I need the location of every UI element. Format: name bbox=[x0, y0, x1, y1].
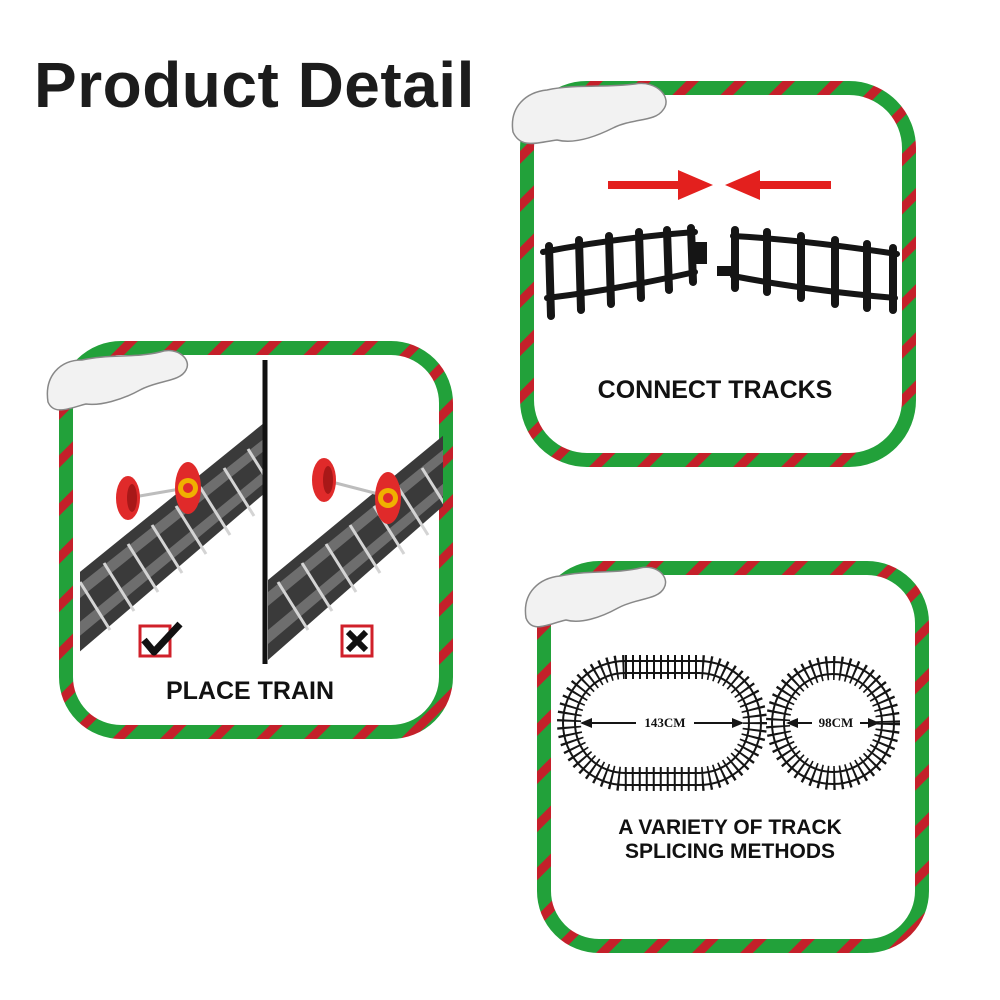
connect-tracks-caption: CONNECT TRACKS bbox=[597, 376, 833, 404]
candy-cane-border bbox=[59, 341, 453, 739]
circle-diameter-label: 98CM bbox=[818, 715, 854, 730]
splicing-caption-line2: SPLICING METHODS bbox=[624, 840, 835, 863]
track-piece-right bbox=[717, 226, 900, 314]
oval-track bbox=[557, 655, 767, 791]
track-piece-left bbox=[540, 224, 707, 320]
candy-cane-border bbox=[537, 561, 929, 953]
place-train-caption: PLACE TRAIN bbox=[165, 677, 335, 705]
cross-icon bbox=[340, 624, 374, 658]
oval-length-label: 143CM bbox=[644, 715, 686, 730]
track-wrong bbox=[268, 435, 443, 660]
circle-track bbox=[766, 656, 900, 790]
place-train-illustration bbox=[46, 341, 453, 739]
snow-cap bbox=[511, 82, 667, 145]
circle-dimension-arrow bbox=[786, 714, 880, 732]
splicing-caption-line1: A VARIETY OF TRACK bbox=[618, 816, 842, 839]
splicing-illustration bbox=[524, 561, 929, 953]
page-title: Product Detail bbox=[34, 49, 475, 121]
snow-cap bbox=[524, 566, 667, 628]
snow-cap bbox=[46, 349, 189, 411]
candy-cane-border bbox=[520, 81, 916, 467]
checkmark-icon bbox=[138, 621, 183, 658]
connect-tracks-illustration bbox=[511, 81, 916, 467]
converging-arrows-icon bbox=[608, 170, 831, 200]
splicing-methods-panel: 143CM 98CM A VARIETY OF TRACK SPLICING M… bbox=[520, 548, 940, 958]
connect-tracks-panel: CONNECT TRACKS bbox=[505, 70, 925, 480]
track-correct bbox=[80, 423, 263, 652]
oval-dimension-arrow bbox=[580, 714, 744, 732]
place-train-panel: PLACE TRAIN bbox=[40, 330, 460, 750]
